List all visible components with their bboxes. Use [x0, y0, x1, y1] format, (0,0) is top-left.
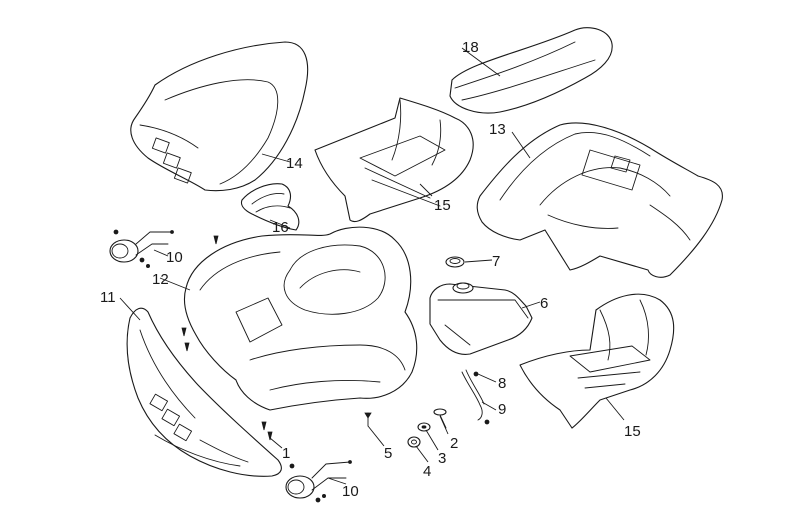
- callout-18: 18: [462, 39, 479, 56]
- callout-12: 12: [152, 271, 169, 288]
- part-front-inner-fender: [314, 97, 474, 223]
- callout-7: 7: [492, 253, 500, 270]
- part-clip-8: [473, 371, 479, 377]
- callout-13: 13: [489, 121, 506, 138]
- callout-6: 6: [540, 295, 548, 312]
- callout-16: 15: [624, 423, 641, 440]
- part-seat: [449, 27, 613, 114]
- part-hose-9: [461, 369, 490, 425]
- part-headlight-upper: [109, 229, 174, 268]
- part-front-bumper: [126, 307, 282, 477]
- callout-8: 8: [498, 375, 506, 392]
- part-nut-4: [407, 436, 421, 448]
- callout-9: 9: [498, 401, 506, 418]
- callout-5: 5: [384, 445, 392, 462]
- callout-1: 1: [282, 445, 290, 462]
- leader-lines: [119, 47, 625, 485]
- callout-10-upper: 10: [166, 249, 183, 266]
- part-screws-front-fender: [181, 235, 273, 441]
- callout-14: 14: [286, 155, 303, 172]
- callout-2: 2: [450, 435, 458, 452]
- callout-3: 3: [438, 450, 446, 467]
- part-rear-fender: [476, 122, 723, 278]
- part-front-upper-cowl: [130, 41, 309, 192]
- callout-4: 4: [423, 463, 431, 480]
- part-front-bracket: [240, 183, 300, 231]
- part-washer-3: [417, 422, 431, 432]
- part-bolt-2: [433, 408, 447, 429]
- part-screw-5: [364, 412, 372, 427]
- part-rear-inner-fender: [519, 293, 675, 429]
- callout-15: 15: [434, 197, 451, 214]
- callout-labels: 18 13 14 15 16 10 12 11 7 6 8 9 2 3 4 5 …: [100, 39, 641, 500]
- callout-17: 16: [272, 219, 289, 236]
- part-headlight-lower: [285, 460, 352, 503]
- part-front-fender: [183, 226, 418, 411]
- part-fuel-tank: [429, 282, 533, 355]
- part-fuel-cap: [445, 256, 465, 268]
- callout-11: 11: [100, 289, 116, 306]
- callout-10-lower: 10: [342, 483, 359, 500]
